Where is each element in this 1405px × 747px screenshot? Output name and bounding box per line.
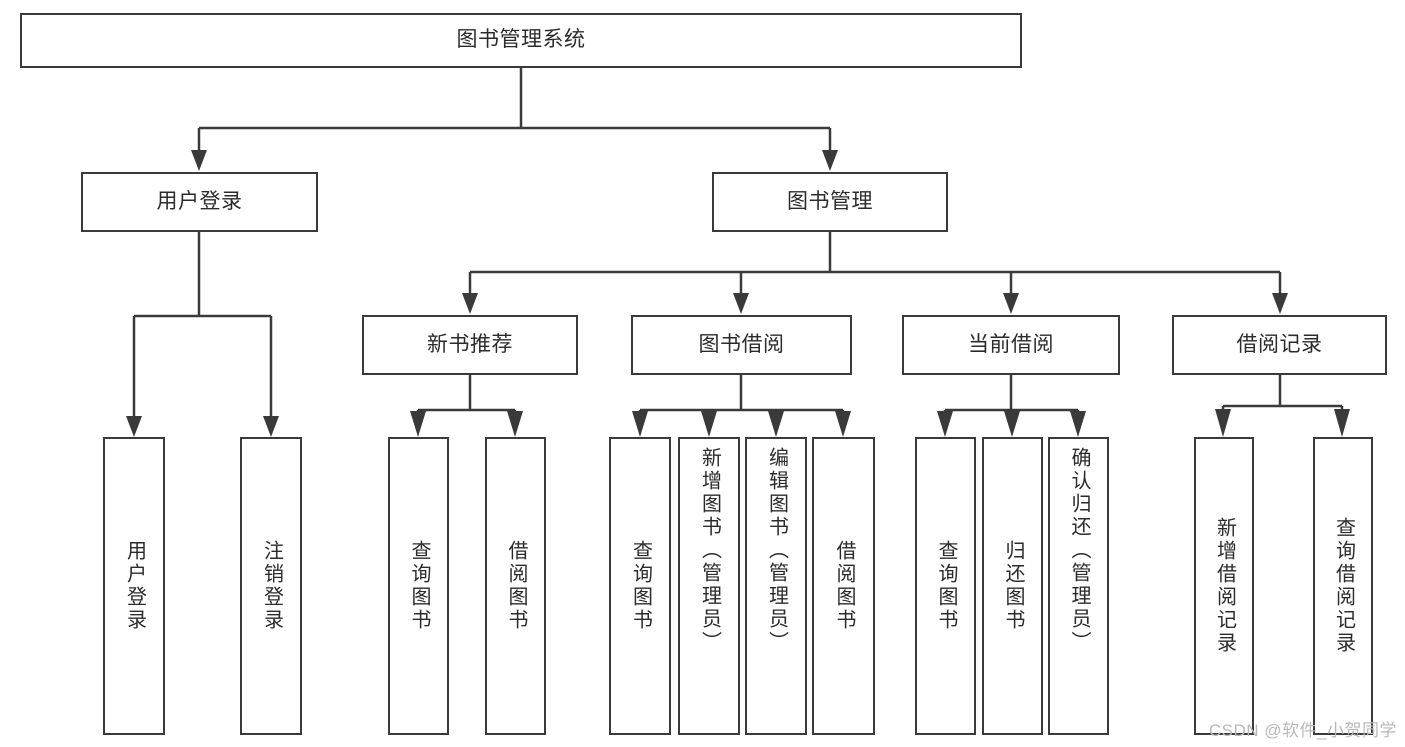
node-leaf-borrow-book-label: 借阅图书: [833, 540, 855, 632]
node-leaf-confirm-return-admin[interactable]: 确认归还（管理员）: [1048, 437, 1109, 735]
arrowhead-user-login-leaf1: [126, 416, 142, 437]
arrowhead-user-login: [191, 150, 207, 171]
node-leaf-borrow-book[interactable]: 借阅图书: [812, 437, 875, 735]
node-current-borrow[interactable]: 当前借阅: [902, 315, 1120, 375]
node-leaf-edit-book-admin-label: 编辑图书（管理员）: [765, 447, 788, 654]
node-leaf-query-book-recommend-label: 查询图书: [408, 540, 430, 632]
node-leaf-user-login-label: 用户登录: [123, 540, 146, 632]
node-leaf-user-login[interactable]: 用户登录: [103, 437, 165, 735]
node-leaf-add-borrow-record[interactable]: 新增借阅记录: [1194, 437, 1254, 735]
node-leaf-query-borrow-record[interactable]: 查询借阅记录: [1313, 437, 1373, 735]
arrowhead-current-borrow-leaf2: [1004, 411, 1020, 437]
node-borrow-record[interactable]: 借阅记录: [1172, 315, 1387, 375]
arrowhead-book-borrow-leaf3: [768, 411, 784, 437]
arrowhead-current-borrow-leaf1: [937, 411, 953, 437]
node-leaf-return-book-label: 归还图书: [1002, 540, 1024, 632]
arrowhead-borrow-record: [1272, 293, 1288, 314]
node-leaf-query-book-current[interactable]: 查询图书: [915, 437, 976, 735]
node-leaf-query-book-current-label: 查询图书: [935, 540, 957, 632]
node-borrow-record-label: 借阅记录: [1236, 332, 1323, 356]
arrowhead-book-borrow-leaf2: [701, 411, 717, 437]
node-current-borrow-label: 当前借阅: [968, 332, 1054, 356]
arrowhead-borrow-record-leaf2: [1334, 409, 1350, 437]
node-new-book-recommend-label: 新书推荐: [427, 332, 513, 356]
node-leaf-confirm-return-admin-label: 确认归还（管理员）: [1068, 447, 1090, 654]
node-root-label: 图书管理系统: [456, 28, 586, 52]
arrowhead-borrow-record-leaf1: [1215, 409, 1231, 437]
node-leaf-query-book[interactable]: 查询图书: [609, 437, 671, 735]
arrowhead-book-borrow-leaf1: [632, 411, 648, 437]
arrowhead-book-manage: [822, 150, 838, 171]
node-leaf-query-book-label: 查询图书: [629, 540, 652, 632]
arrowhead-book-borrow-leaf4: [835, 411, 851, 437]
watermark: CSDN @软件_小贺同学: [1208, 721, 1397, 740]
node-leaf-edit-book-admin[interactable]: 编辑图书（管理员）: [745, 437, 807, 735]
node-leaf-query-book-recommend[interactable]: 查询图书: [388, 437, 449, 735]
node-user-login-label: 用户登录: [156, 189, 243, 213]
arrowhead-current-borrow: [1003, 293, 1019, 314]
arrowhead-current-borrow-leaf3: [1070, 411, 1086, 437]
node-book-manage-label: 图书管理: [787, 189, 873, 213]
node-leaf-borrow-book-recommend-label: 借阅图书: [505, 540, 527, 632]
node-leaf-return-book[interactable]: 归还图书: [982, 437, 1043, 735]
arrowhead-new-book-leaf1: [410, 411, 426, 437]
node-book-borrow[interactable]: 图书借阅: [631, 315, 852, 375]
node-user-login[interactable]: 用户登录: [81, 172, 318, 232]
node-leaf-logout[interactable]: 注销登录: [240, 437, 302, 735]
node-book-manage[interactable]: 图书管理: [712, 172, 948, 232]
node-leaf-query-borrow-record-label: 查询借阅记录: [1332, 517, 1355, 655]
node-leaf-borrow-book-recommend[interactable]: 借阅图书: [485, 437, 546, 735]
node-book-borrow-label: 图书借阅: [698, 332, 785, 356]
arrowhead-new-book: [462, 293, 478, 314]
node-leaf-add-borrow-record-label: 新增借阅记录: [1213, 517, 1236, 655]
arrowhead-user-login-leaf2: [263, 416, 279, 437]
node-leaf-add-book-admin-label: 新增图书（管理员）: [698, 447, 721, 654]
node-new-book-recommend[interactable]: 新书推荐: [362, 315, 578, 375]
node-leaf-add-book-admin[interactable]: 新增图书（管理员）: [678, 437, 740, 735]
arrowhead-book-borrow: [733, 293, 749, 314]
arrowhead-new-book-leaf2: [507, 411, 523, 437]
node-root[interactable]: 图书管理系统: [20, 13, 1022, 68]
node-leaf-logout-label: 注销登录: [260, 540, 283, 632]
